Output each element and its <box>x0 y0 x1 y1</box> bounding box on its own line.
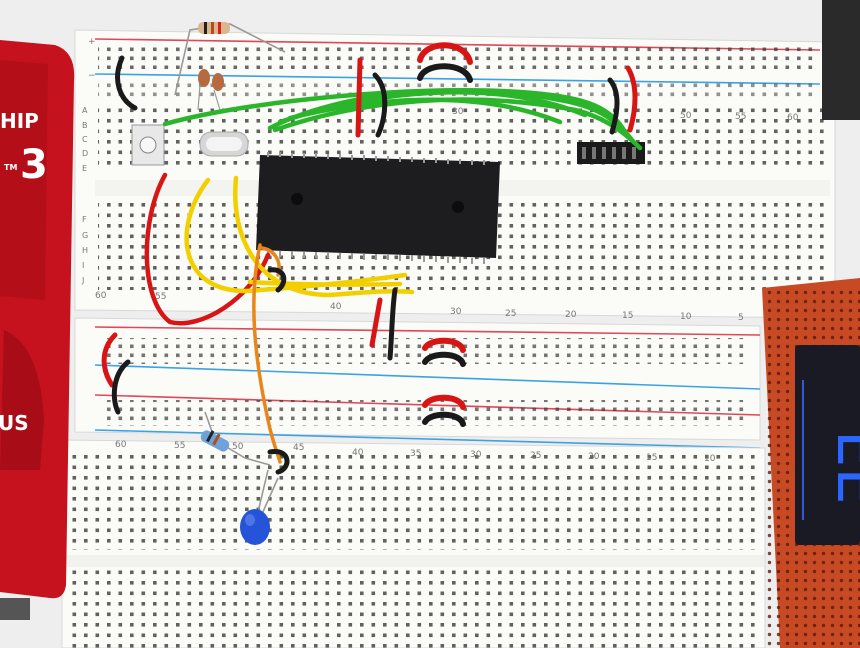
row-label: I <box>82 261 84 270</box>
column-label: 55 <box>735 112 746 122</box>
ceramic-capacitors <box>197 69 224 111</box>
pickit-brand-text: HIP <box>0 109 39 133</box>
column-label: 60 <box>115 440 127 450</box>
pickit-tm-text: TM <box>4 163 17 172</box>
column-label: 25 <box>530 451 541 461</box>
column-label: 40 <box>352 448 364 458</box>
mid-rail-blue-line <box>94 364 761 390</box>
black-jumper-bottom <box>267 267 287 293</box>
row-label: H <box>82 246 88 255</box>
column-label: 60 <box>95 291 107 301</box>
reset-push-button[interactable] <box>131 124 165 166</box>
red-jumper-3 <box>369 297 383 348</box>
row-label: E <box>82 164 87 173</box>
column-label: 15 <box>646 453 657 463</box>
plus-sign: + <box>88 37 96 47</box>
resistor-top <box>174 22 286 96</box>
pickit-programmer: HIP TM 3 US <box>0 40 75 620</box>
black-jumper-2 <box>607 77 620 135</box>
column-label: 35 <box>410 449 421 459</box>
column-label: 20 <box>565 310 577 320</box>
pickit-number-text: 3 <box>20 142 48 188</box>
top-rail-jumpers <box>355 42 638 138</box>
middle-rail-jumpers <box>101 287 466 427</box>
row-label: F <box>82 215 87 224</box>
pickit-usb-connector <box>0 598 30 620</box>
column-label: 10 <box>704 454 716 464</box>
blue-led <box>240 469 279 545</box>
row-labels-left: A B C D E F G H I J <box>81 106 88 285</box>
bottom-terminal-holes-2 <box>70 570 760 648</box>
row-label: C <box>82 135 88 144</box>
minus-sign: − <box>88 71 96 81</box>
seven-segment-digits: EE <box>823 430 860 505</box>
row-label: J <box>81 276 84 285</box>
row-label: B <box>82 121 88 130</box>
green-wire-bundle <box>162 88 643 151</box>
top-bottom-numbers: 60 55 40 30 25 20 15 10 5 <box>95 291 744 323</box>
pickit-bottom-text: US <box>0 411 29 435</box>
top-column-numbers: 50 55 60 30 <box>452 107 799 123</box>
column-label: 50 <box>232 442 244 452</box>
column-label: 15 <box>622 311 633 321</box>
bottom-breadboard: 60 55 50 45 40 35 30 25 20 15 10 <box>61 439 766 648</box>
column-label: 10 <box>680 312 692 322</box>
black-jumper-left <box>115 55 138 111</box>
black-jumper-3 <box>387 287 398 361</box>
pin-header <box>577 142 645 164</box>
middle-power-strips <box>74 317 761 449</box>
red-jumper-1 <box>355 57 363 138</box>
yellow-wires <box>184 175 415 298</box>
column-label: 50 <box>680 111 692 121</box>
column-label: 25 <box>505 309 516 319</box>
red-jumper-2 <box>625 65 638 133</box>
red-jumper-4 <box>101 332 118 388</box>
column-label: 40 <box>330 302 342 312</box>
bottom-channel <box>66 555 764 567</box>
column-label: 5 <box>738 313 744 323</box>
bottom-column-numbers: 60 55 50 45 40 35 30 25 20 15 10 <box>115 440 716 464</box>
column-label: 30 <box>452 107 464 117</box>
black-jumper-4 <box>111 359 131 415</box>
column-label: 55 <box>155 292 166 302</box>
column-label: 60 <box>787 113 799 123</box>
column-label: 30 <box>450 307 462 317</box>
top-rail-holes <box>98 47 818 69</box>
bottom-terminal-holes <box>70 455 760 550</box>
red-arch-1 <box>417 42 473 65</box>
row-label: A <box>82 106 88 115</box>
resistor-bottom <box>200 411 271 466</box>
black-arch-1 <box>417 63 473 83</box>
board-standoff <box>822 0 860 120</box>
seven-segment-pcb: EE <box>762 278 860 648</box>
black-arch-2 <box>422 351 466 367</box>
column-label: 30 <box>470 450 482 460</box>
crystal-oscillator <box>199 131 249 157</box>
row-label: G <box>82 231 88 240</box>
black-arch-3 <box>422 411 466 427</box>
red-arch-2 <box>422 337 466 353</box>
column-label: 20 <box>588 452 600 462</box>
black-jumper-1 <box>372 72 388 138</box>
column-label: 45 <box>293 443 304 453</box>
seven-segment-display <box>795 345 860 545</box>
column-label: 55 <box>174 441 185 451</box>
black-jumper-bottom-2 <box>267 449 290 475</box>
row-label: D <box>82 149 88 158</box>
mid-rail-red-line <box>94 326 761 336</box>
pic-microcontroller <box>256 152 500 264</box>
red-arch-3 <box>422 394 466 410</box>
